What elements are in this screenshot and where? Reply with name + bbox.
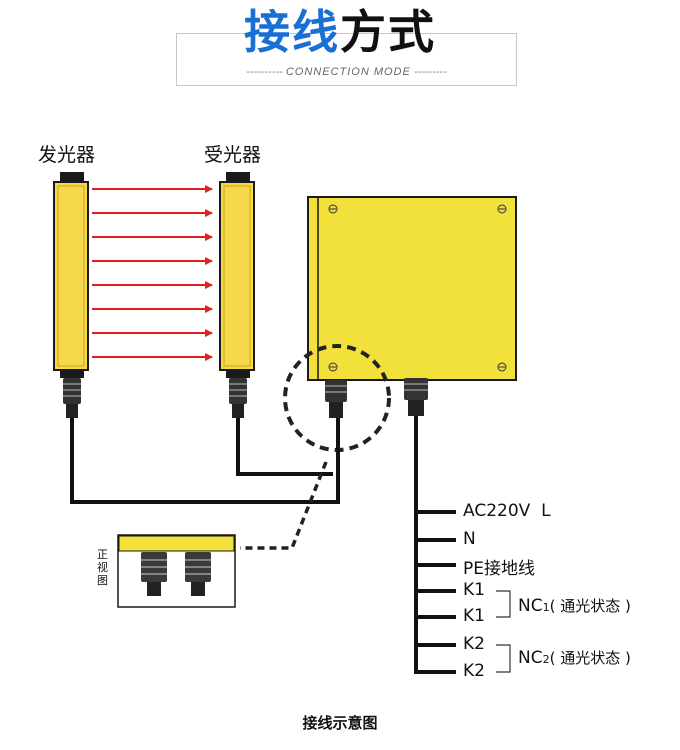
front-view-label: 正视图 [97,548,108,587]
screw-icon [497,362,507,372]
title-part-blue: 接线 [244,5,340,59]
emitter-body [53,181,89,371]
receiver-unit [219,172,255,418]
receiver-inner [223,185,251,367]
nc2-main: NC [518,648,543,668]
title-part-black: 方式 [340,5,436,59]
screw-icon [328,204,338,214]
nc1-main: NC [518,596,543,616]
emitter-cable [70,418,340,504]
screw-icon [497,204,507,214]
controller-body [307,196,517,381]
controller-sensor-connector [325,380,347,418]
header-frame [176,33,517,86]
receiver-body [219,181,255,371]
output-cable [414,416,456,674]
emitter-unit [53,172,89,418]
light-beam-arrows [92,185,213,361]
receiver-label: 受光器 [204,144,262,166]
front-view-connector-right [185,552,211,596]
nc1-bracket [496,590,511,618]
receiver-cap-bottom [226,370,250,378]
receiver-cap-top [226,172,250,182]
receiver-connector [229,378,247,418]
front-view-connector-left [141,552,167,596]
emitter-cap-bottom [60,370,84,378]
wire-label-k2a: K2 [463,634,485,654]
front-view-box [117,534,236,608]
page-subtitle: ---------- CONNECTION MODE --------- [246,66,447,78]
emitter-label: 发光器 [38,144,96,166]
nc2-bracket [496,644,511,673]
wire-label-k1b: K1 [463,606,485,626]
wire-label-n: N [463,529,476,549]
controller-box [307,196,517,381]
wire-label-k2b: K2 [463,661,485,681]
controller-power-connector [404,378,428,416]
front-view-leader [240,461,328,550]
nc1-note: ( 通光状态 ) [549,597,631,615]
wire-label-k1a: K1 [463,580,485,600]
sensor-cables [70,418,340,504]
nc2-note: ( 通光状态 ) [549,649,631,667]
page-title: 接线方式 [0,2,680,62]
nc2-subscript: 2 [542,653,550,666]
screw-icon [328,362,338,372]
emitter-inner [57,185,85,367]
front-view-yellow-strip [118,535,235,552]
wire-label-pe: PE接地线 [463,559,535,579]
nc1-label: NC1( 通光状态 ) [518,595,631,616]
nc2-label: NC2( 通光状态 ) [518,647,631,668]
nc1-subscript: 1 [542,601,550,614]
receiver-cable [236,418,333,476]
diagram-caption: 接线示意图 [302,714,378,732]
subtitle-text: CONNECTION MODE [285,66,411,78]
wire-label-l: AC220V L [463,501,551,521]
emitter-connector [63,378,81,418]
emitter-cap-top [60,172,84,182]
